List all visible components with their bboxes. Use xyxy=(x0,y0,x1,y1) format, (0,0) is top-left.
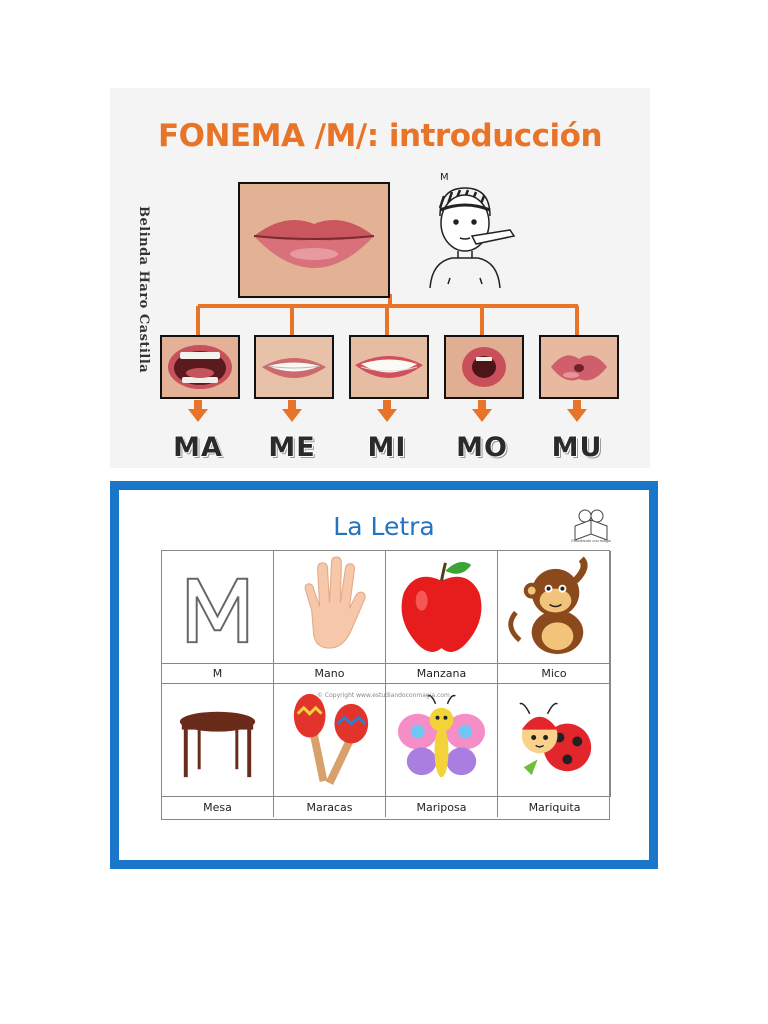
syllable-mi: MI xyxy=(367,432,407,463)
sign-language-drawing xyxy=(429,187,516,289)
image-monkey xyxy=(498,551,611,664)
syllable-mu: MU xyxy=(551,432,603,463)
label-mesa: Mesa xyxy=(162,797,274,817)
vocabulary-grid: M Mano Manzana Mico xyxy=(161,550,611,820)
copyright-note: © Copyright www.estudiandoconmagia.com xyxy=(317,692,450,699)
author-credit: Belinda Haro Castilla xyxy=(136,206,151,374)
label-mico: Mico xyxy=(498,664,611,684)
image-ladybug xyxy=(498,684,611,797)
mouth-photo-ma xyxy=(160,335,240,399)
mouth-photo-mi xyxy=(349,335,429,399)
label-manzana: Manzana xyxy=(386,664,498,684)
mouth-photo-me xyxy=(254,335,334,399)
label-mariquita: Mariquita xyxy=(528,800,581,814)
mouth-photo-mu xyxy=(539,335,619,399)
label-m: M xyxy=(162,664,274,684)
phoneme-intro-panel: FONEMA /M/: introducción Belinda Haro Ca… xyxy=(110,88,650,468)
syllable-me: ME xyxy=(268,432,316,463)
image-maracas xyxy=(274,684,386,797)
label-mano: Mano xyxy=(274,664,386,684)
label-mariposa: Mariposa xyxy=(386,797,498,817)
logo-caption: Estudiando con magia xyxy=(571,538,611,543)
image-apple xyxy=(386,551,498,664)
letter-card: La Letra Estudiando con magia xyxy=(110,481,658,869)
image-letter-m xyxy=(162,551,274,664)
label-maracas: Maracas xyxy=(274,797,386,817)
closed-lips-photo xyxy=(238,182,390,298)
image-butterfly xyxy=(386,684,498,797)
phoneme-title: FONEMA /M/: introducción xyxy=(157,118,603,154)
book-logo-icon xyxy=(574,509,608,541)
image-table xyxy=(162,684,274,797)
image-hand xyxy=(274,551,386,664)
syllable-mo: MO xyxy=(456,432,508,463)
card-title: La Letra xyxy=(333,512,435,541)
syllable-ma: MA xyxy=(173,432,223,463)
sign-letter-label: M xyxy=(440,172,449,183)
mouth-photo-mo xyxy=(444,335,524,399)
